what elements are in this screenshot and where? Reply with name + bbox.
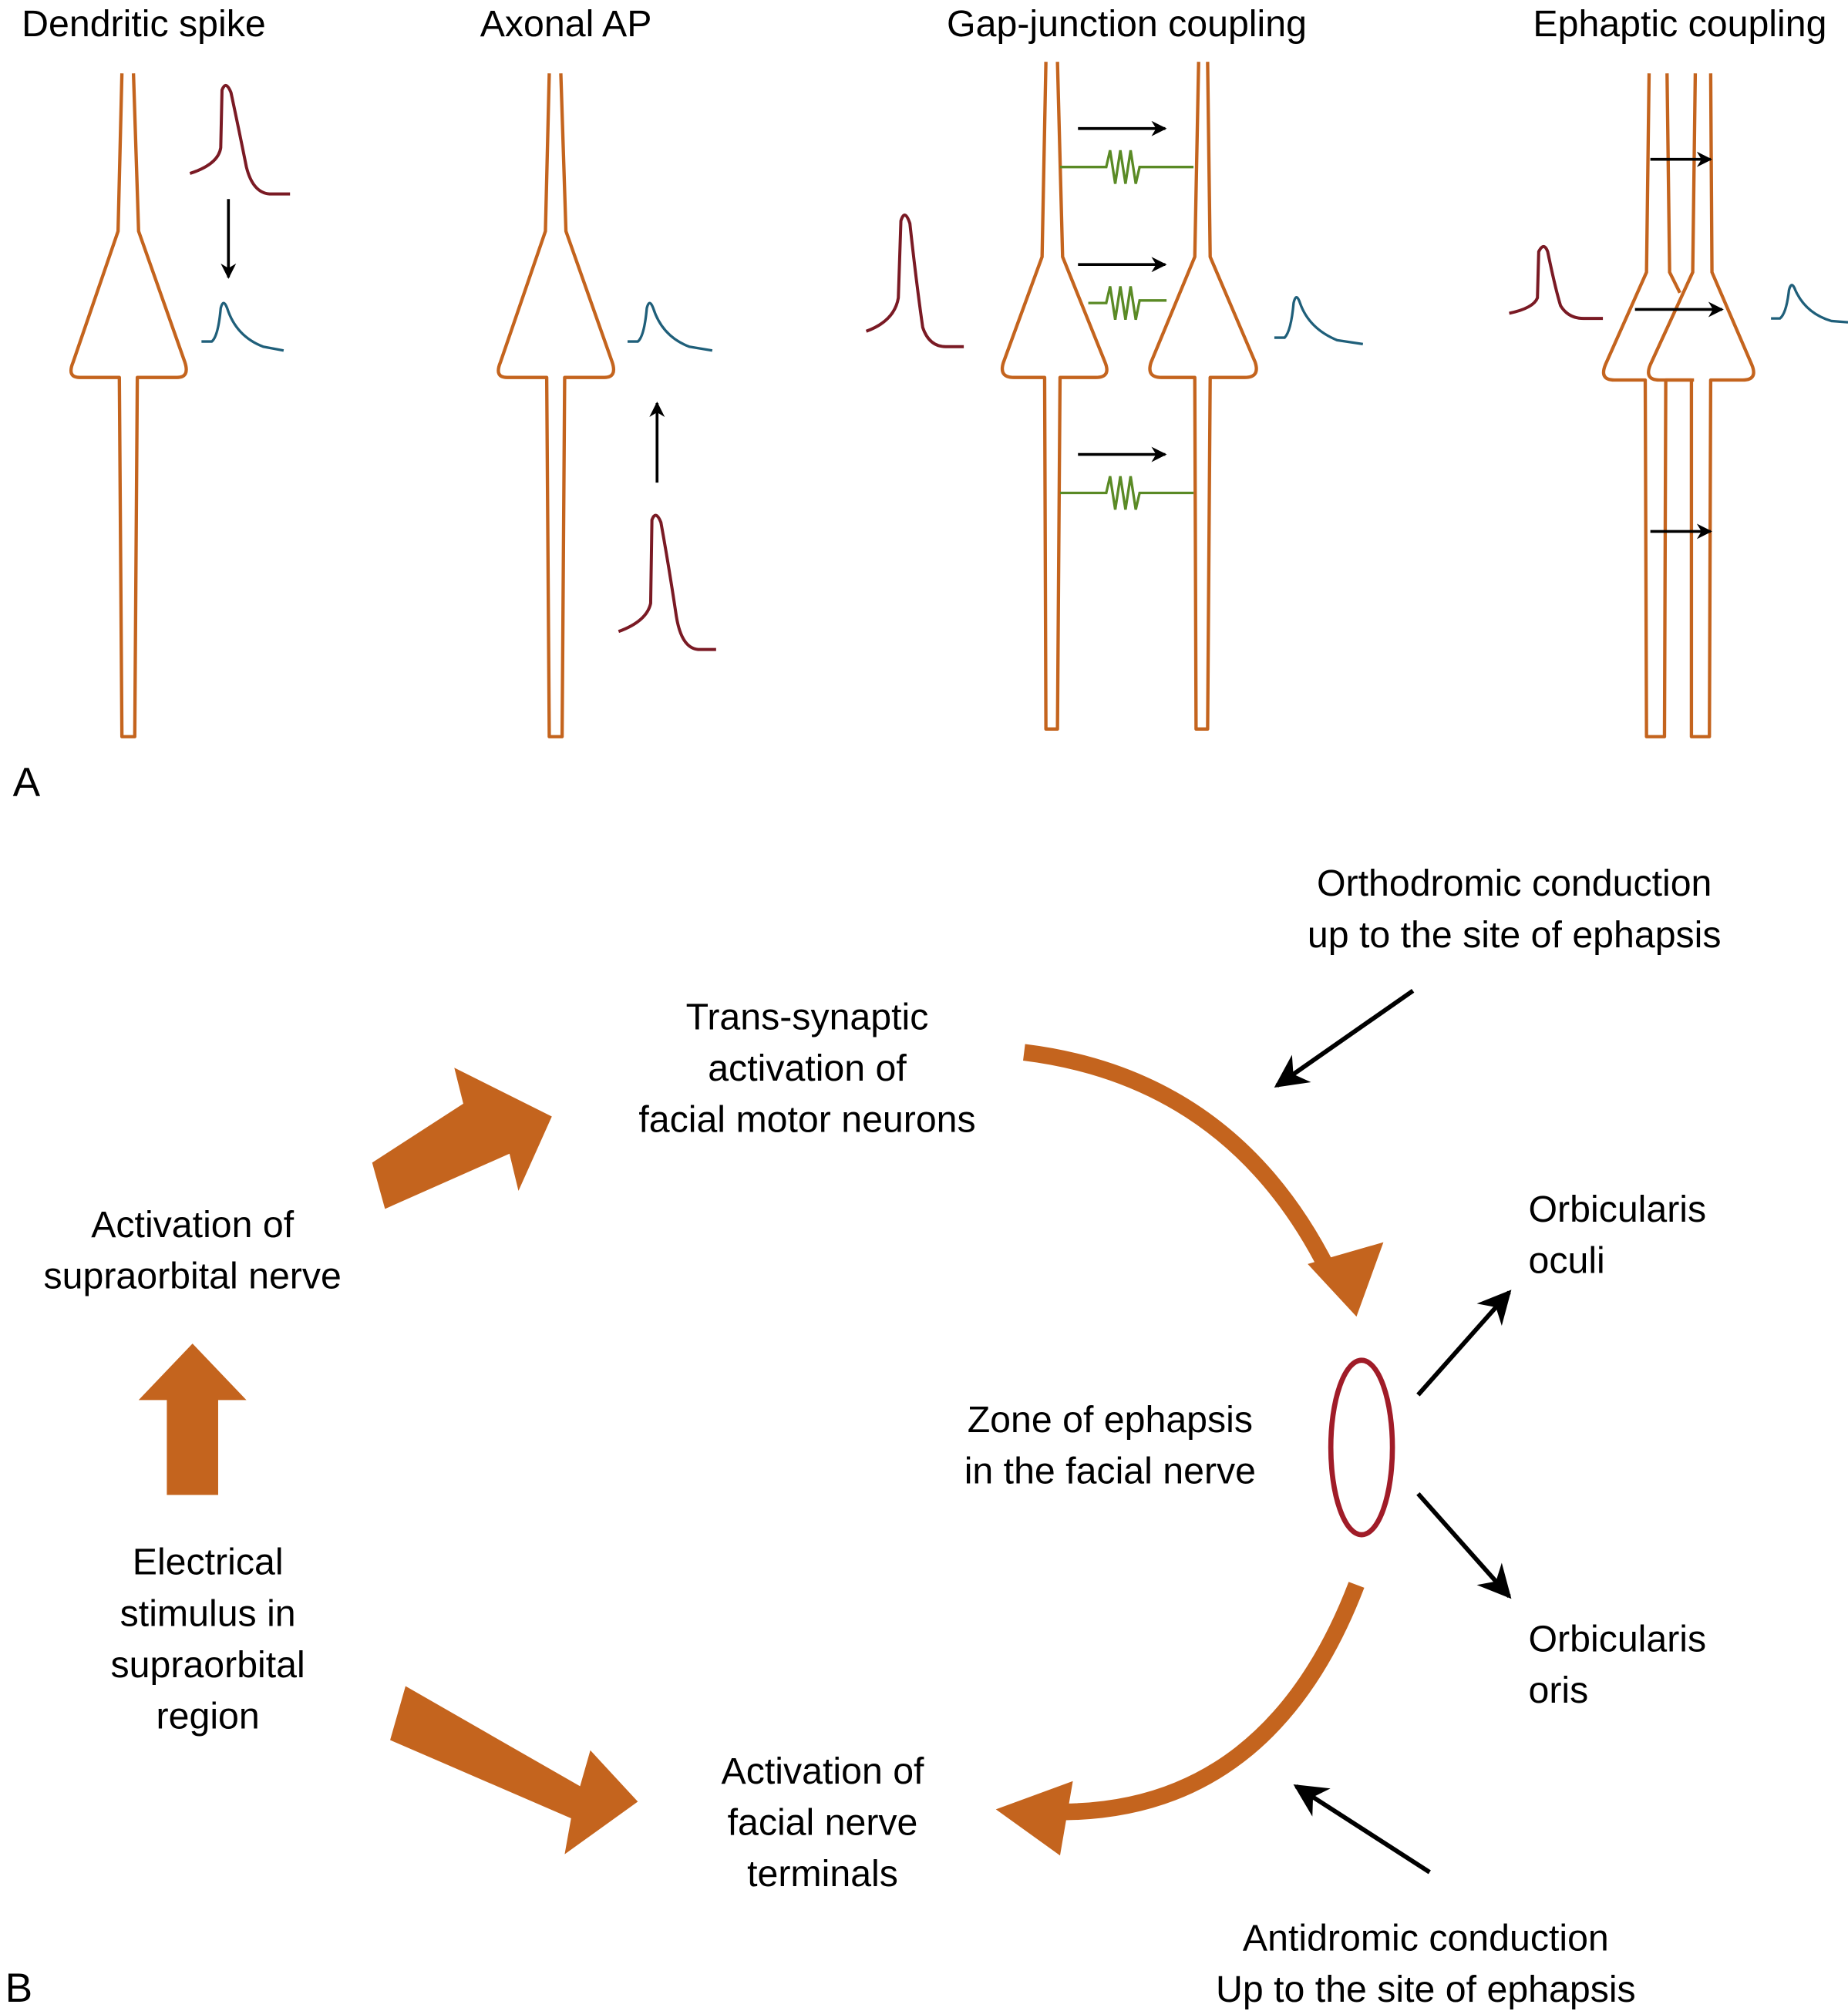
svg-text:stimulus in: stimulus in — [120, 1592, 296, 1634]
arrow-orthodromic — [1274, 988, 1415, 1088]
svg-text:Antidromic conduction: Antidromic conduction — [1243, 1917, 1609, 1959]
svg-text:Zone of ephapsis: Zone of ephapsis — [968, 1399, 1253, 1441]
spike-presynaptic-dendritic — [189, 83, 291, 196]
node-facial-terminals: Activation of facial nerve terminals — [722, 1750, 925, 1895]
flow-curve-antidromic-head — [995, 1781, 1073, 1856]
svg-text:Trans-synaptic: Trans-synaptic — [686, 996, 929, 1037]
flow-curve-antidromic — [1065, 1582, 1365, 1821]
ephapsis-zone-ellipse — [1328, 1357, 1395, 1538]
svg-text:oris: oris — [1529, 1670, 1589, 1711]
title-dendritic-spike: Dendritic spike — [22, 3, 266, 45]
psp-gap-right — [1274, 295, 1364, 346]
node-electrical-stimulus: Electrical stimulus in supraorbital regi… — [111, 1542, 305, 1737]
arrow-to-orbicularis-oculi — [1416, 1290, 1512, 1397]
label-orthodromic: Orthodromic conduction up to the site of… — [1308, 863, 1722, 956]
svg-text:Activation of: Activation of — [722, 1750, 925, 1792]
svg-text:Orthodromic conduction: Orthodromic conduction — [1317, 863, 1712, 904]
psp-axonal — [627, 301, 713, 352]
psp-dendritic — [201, 301, 284, 352]
neuron-dendritic — [69, 73, 188, 738]
psp-ephaptic-right — [1771, 284, 1848, 324]
svg-text:up to the site of ephapsis: up to the site of ephapsis — [1308, 914, 1722, 956]
node-orbicularis-oris: Orbicularis oris — [1529, 1619, 1707, 1712]
spike-axonal — [618, 513, 716, 651]
svg-text:facial nerve: facial nerve — [728, 1802, 918, 1844]
gap-junction-1 — [1059, 120, 1194, 184]
neuron-ephaptic-right — [1647, 73, 1755, 738]
neuron-axonal — [497, 73, 616, 738]
flow-curve-orthodromic-head — [1308, 1242, 1384, 1317]
neuron-ephaptic-left — [1601, 73, 1695, 738]
title-ephaptic-coupling: Ephaptic coupling — [1533, 3, 1826, 45]
node-zone-ephapsis: Zone of ephapsis in the facial nerve — [964, 1399, 1256, 1492]
flow-curve-orthodromic — [1023, 1044, 1336, 1275]
svg-text:Up to the site of ephapsis: Up to the site of ephapsis — [1216, 1969, 1636, 2010]
arrow-to-orbicularis-oris — [1416, 1491, 1512, 1599]
svg-text:Activation of: Activation of — [91, 1204, 295, 1246]
node-supraorbital-activation: Activation of supraorbital nerve — [44, 1204, 342, 1297]
panel-label-a: A — [13, 759, 41, 805]
svg-text:terminals: terminals — [747, 1853, 898, 1895]
arrow-to-trans-synaptic — [372, 1068, 552, 1209]
arrow-to-supraorbital — [138, 1343, 247, 1495]
svg-text:supraorbital: supraorbital — [111, 1644, 305, 1686]
title-gap-junction: Gap-junction coupling — [947, 3, 1307, 45]
gap-junction-2 — [1078, 257, 1167, 321]
svg-text:Electrical: Electrical — [133, 1542, 284, 1583]
neuron-gap-left — [1000, 62, 1109, 731]
panel-a: Dendritic spike Axonal AP Gap-junction c… — [13, 3, 1848, 805]
label-antidromic: Antidromic conduction Up to the site of … — [1216, 1917, 1636, 2010]
svg-text:facial motor neurons: facial motor neurons — [638, 1098, 975, 1140]
neuron-gap-right — [1148, 62, 1258, 731]
arrow-antidromic — [1293, 1784, 1431, 1875]
gap-junction-3 — [1059, 446, 1194, 510]
panel-label-b: B — [5, 1966, 33, 2011]
svg-text:Orbicularis: Orbicularis — [1529, 1619, 1707, 1660]
svg-text:supraorbital nerve: supraorbital nerve — [44, 1256, 342, 1297]
arrow-to-facial-terminals — [390, 1686, 638, 1855]
svg-text:region: region — [157, 1695, 260, 1737]
node-orbicularis-oculi: Orbicularis oculi — [1529, 1189, 1707, 1282]
svg-text:oculi: oculi — [1529, 1240, 1605, 1282]
svg-text:Orbicularis: Orbicularis — [1529, 1189, 1707, 1230]
node-trans-synaptic: Trans-synaptic activation of facial moto… — [638, 996, 975, 1140]
svg-text:in the facial nerve: in the facial nerve — [964, 1451, 1256, 1492]
panel-b: Orthodromic conduction up to the site of… — [5, 863, 1722, 2011]
spike-gap-left — [865, 214, 964, 348]
title-axonal-ap: Axonal AP — [480, 3, 652, 45]
svg-text:activation of: activation of — [708, 1048, 907, 1089]
spike-ephaptic-left — [1509, 244, 1604, 321]
